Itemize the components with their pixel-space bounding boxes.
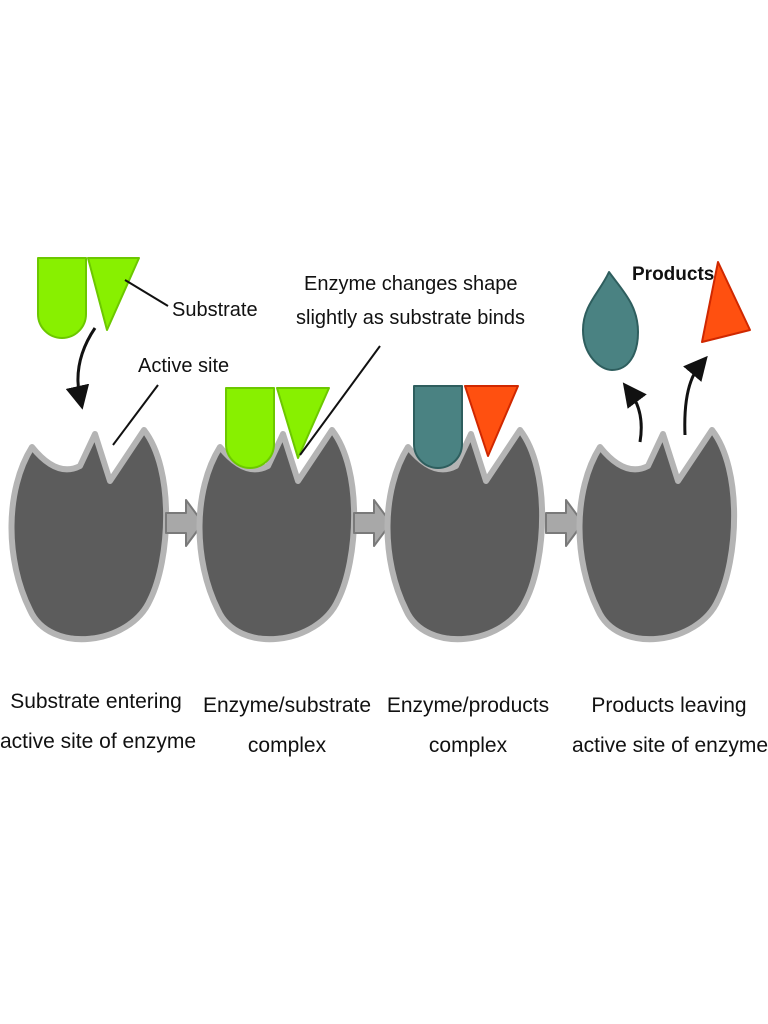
stage-3-caption-line2: complex [429, 734, 508, 757]
stage-1-caption-line2: active site of enzyme [0, 730, 196, 753]
orange-leaving-arrow [683, 355, 708, 436]
product-teal-drop [582, 271, 639, 371]
stage-4-caption-line2: active site of enzyme [572, 734, 768, 757]
teal-leaving-arrow [622, 382, 647, 443]
stage-2-caption-line2: complex [248, 734, 327, 757]
stage-1-caption-line1: Substrate entering [10, 690, 182, 713]
substrate-leader-line [124, 279, 169, 307]
enzyme-shape [576, 427, 738, 643]
substrate-pair-entering [37, 257, 140, 339]
active-site-label: Active site [138, 355, 229, 377]
enzyme-shape [384, 427, 546, 643]
shape-change-label-line1: Enzyme changes shape [304, 273, 517, 295]
stage-3-enzyme [384, 427, 546, 643]
substrate-label: Substrate [172, 299, 258, 321]
substrate-triangle [87, 257, 140, 331]
product-orange-triangle-free [701, 261, 751, 343]
products-label: Products [632, 264, 714, 285]
shape-change-leader-line [299, 345, 381, 456]
stage-2-caption-line1: Enzyme/substrate [203, 694, 371, 717]
stage-4-caption-line1: Products leaving [591, 694, 746, 717]
stage-3-caption-line1: Enzyme/products [387, 694, 549, 717]
stage-2-enzyme [196, 427, 358, 643]
substrate-semicircle [37, 257, 87, 339]
enzyme-shape [196, 427, 358, 643]
substrate-triangle [276, 387, 330, 459]
product-pair-bound [413, 385, 519, 469]
substrate-pair-bound [225, 387, 330, 469]
active-site-leader-line [112, 384, 159, 446]
stage-4-enzyme [576, 427, 738, 643]
product-teal-semicircle [413, 385, 463, 469]
step-arrow-1 [165, 499, 204, 547]
product-orange-triangle [464, 385, 519, 457]
substrate-entering-arrow [65, 327, 97, 410]
stage-1-enzyme [8, 427, 170, 643]
step-arrow-3 [545, 499, 584, 547]
substrate-semicircle [225, 387, 275, 469]
enzyme-shape [8, 427, 170, 643]
shape-change-label-line2: slightly as substrate binds [296, 307, 525, 329]
step-arrow-2 [353, 499, 392, 547]
